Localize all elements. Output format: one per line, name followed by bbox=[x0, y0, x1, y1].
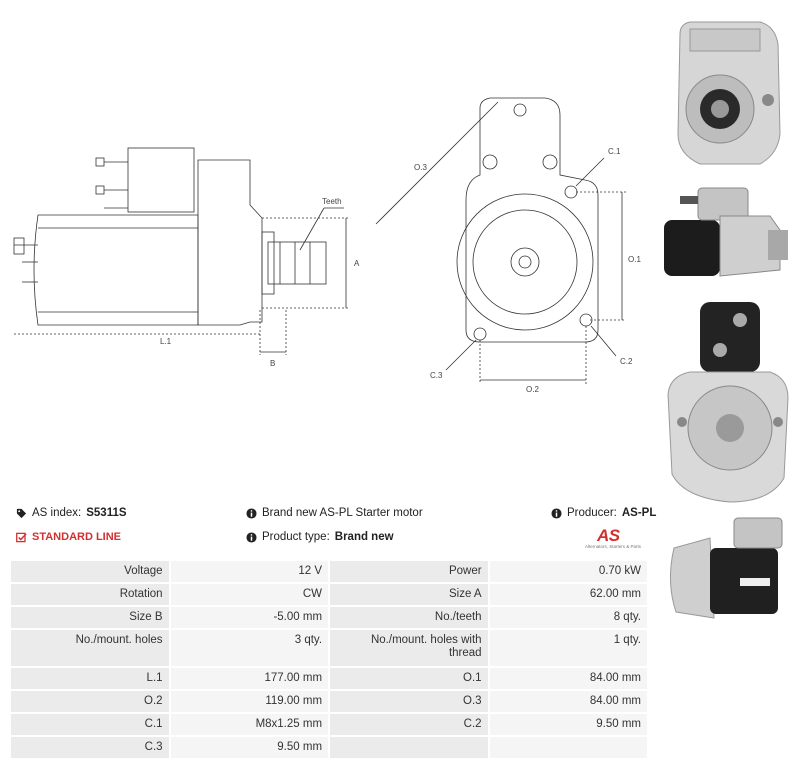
spec-key: Size A bbox=[328, 582, 490, 607]
spec-key: L.1 bbox=[9, 666, 171, 691]
flange-outline bbox=[465, 97, 599, 343]
spec-key: C.3 bbox=[9, 735, 171, 760]
logo-tagline: Alternators, Starters & Parts bbox=[585, 544, 642, 549]
spec-key: No./teeth bbox=[328, 605, 490, 630]
spec-value: -5.00 mm bbox=[168, 605, 331, 630]
spec-value: 62.00 mm bbox=[487, 582, 650, 607]
checkbox-icon bbox=[16, 532, 27, 542]
technical-drawing: Teeth A B L.1 O.3 C.1 O.1 C.2 C.3 O.2 bbox=[13, 97, 641, 394]
spec-value bbox=[487, 735, 650, 760]
specification-table: Voltage 12 V Power 0.70 kW Rotation CW S… bbox=[9, 559, 650, 760]
housing-circle bbox=[456, 193, 594, 331]
spec-value: M8x1.25 mm bbox=[168, 712, 331, 737]
as-index: AS index: S5311S bbox=[16, 507, 127, 519]
producer-value: AS-PL bbox=[621, 507, 657, 519]
spec-value: 1 qty. bbox=[487, 628, 650, 668]
label-o1: O.1 bbox=[628, 255, 641, 264]
spec-key: C.1 bbox=[9, 712, 171, 737]
product-photo-front bbox=[660, 4, 794, 176]
spec-value: 177.00 mm bbox=[168, 666, 331, 691]
product-type: Product type: Brand new bbox=[246, 531, 394, 543]
spec-key: O.2 bbox=[9, 689, 171, 714]
spec-value: 0.70 kW bbox=[487, 559, 650, 584]
spec-key: O.3 bbox=[328, 689, 490, 714]
spec-key: Voltage bbox=[9, 559, 171, 584]
motor-body-outline bbox=[33, 214, 199, 326]
description-text: Brand new AS-PL Starter motor bbox=[262, 507, 423, 519]
spec-value: 12 V bbox=[168, 559, 331, 584]
label-l1: L.1 bbox=[160, 337, 172, 346]
as-index-label: AS index: bbox=[32, 507, 82, 519]
label-c3: C.3 bbox=[430, 371, 443, 380]
spec-key: Rotation bbox=[9, 582, 171, 607]
hole-c1 bbox=[564, 185, 578, 199]
product-type-label: Product type: bbox=[262, 531, 330, 543]
label-o3: O.3 bbox=[414, 163, 427, 172]
label-b: B bbox=[270, 359, 275, 368]
table-row: Voltage 12 V Power 0.70 kW bbox=[9, 559, 650, 584]
spec-value: 8 qty. bbox=[487, 605, 650, 630]
spec-key bbox=[328, 735, 490, 760]
description: Brand new AS-PL Starter motor bbox=[246, 507, 423, 519]
info-icon bbox=[246, 507, 257, 519]
spec-value: 84.00 mm bbox=[487, 689, 650, 714]
label-c1: C.1 bbox=[608, 147, 621, 156]
label-teeth: Teeth bbox=[322, 197, 342, 206]
spec-key: No./mount. holes bbox=[9, 628, 171, 668]
product-type-value: Brand new bbox=[334, 531, 394, 543]
spec-value: 9.50 mm bbox=[487, 712, 650, 737]
logo-brand: AS bbox=[597, 526, 620, 545]
drive-housing-outline bbox=[197, 159, 263, 326]
table-row: C.3 9.50 mm bbox=[9, 735, 650, 760]
product-photo-rear bbox=[660, 298, 794, 508]
spec-key: Size B bbox=[9, 605, 171, 630]
table-row: No./mount. holes 3 qty. No./mount. holes… bbox=[9, 628, 650, 668]
product-info: AS index: S5311S Brand new AS-PL Starter… bbox=[14, 504, 656, 554]
as-index-value: S5311S bbox=[86, 507, 127, 519]
info-icon bbox=[246, 531, 257, 543]
info-icon bbox=[551, 507, 562, 519]
product-photo-angle bbox=[660, 512, 794, 630]
table-row: Rotation CW Size A 62.00 mm bbox=[9, 582, 650, 607]
solenoid-outline bbox=[127, 147, 195, 213]
spec-value: 9.50 mm bbox=[168, 735, 331, 760]
spec-key: C.2 bbox=[328, 712, 490, 737]
spec-key: No./mount. holes with thread bbox=[328, 628, 490, 668]
spec-key: Power bbox=[328, 559, 490, 584]
standard-line: STANDARD LINE bbox=[16, 531, 121, 543]
label-a: A bbox=[354, 259, 360, 268]
table-row: O.2 119.00 mm O.3 84.00 mm bbox=[9, 689, 650, 714]
as-pl-logo: AS Alternators, Starters & Parts bbox=[585, 527, 651, 553]
label-c2: C.2 bbox=[620, 357, 633, 366]
tag-icon bbox=[16, 508, 27, 518]
product-photo-side bbox=[660, 180, 794, 290]
spec-value: 3 qty. bbox=[168, 628, 331, 668]
spec-value: 84.00 mm bbox=[487, 666, 650, 691]
table-row: C.1 M8x1.25 mm C.2 9.50 mm bbox=[9, 712, 650, 737]
spec-value: CW bbox=[168, 582, 331, 607]
hole-c3 bbox=[473, 327, 487, 341]
producer-label: Producer: bbox=[567, 507, 617, 519]
table-row: L.1 177.00 mm O.1 84.00 mm bbox=[9, 666, 650, 691]
table-row: Size B -5.00 mm No./teeth 8 qty. bbox=[9, 605, 650, 630]
spec-value: 119.00 mm bbox=[168, 689, 331, 714]
producer: Producer: AS-PL bbox=[551, 507, 656, 519]
standard-line-text: STANDARD LINE bbox=[32, 531, 122, 543]
spec-key: O.1 bbox=[328, 666, 490, 691]
label-o2: O.2 bbox=[526, 385, 539, 394]
